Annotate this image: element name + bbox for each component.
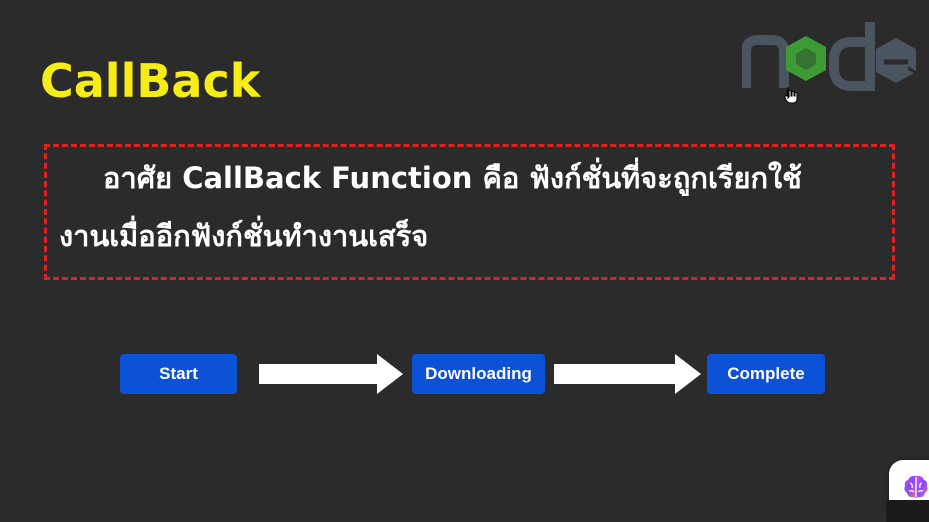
slide-title: CallBack [40, 54, 261, 108]
nodejs-logo [742, 22, 916, 91]
brain-assistant-icon [904, 475, 928, 498]
definition-callout: อาศัย CallBack Function คือ ฟังก์ชั่นที่… [44, 144, 895, 280]
overlay-corner [886, 500, 929, 522]
mouse-pointer-icon [784, 86, 798, 104]
downloading-button[interactable]: Downloading [412, 354, 545, 394]
start-button[interactable]: Start [120, 354, 237, 394]
complete-button[interactable]: Complete [707, 354, 825, 394]
flow-arrow-right-icon [554, 354, 701, 394]
definition-line-2: งานเมื่ออีกฟังก์ชั่นทำงานเสร็จ [59, 219, 429, 253]
flow-arrow-right-icon [259, 354, 403, 394]
definition-line-1: อาศัย CallBack Function คือ ฟังก์ชั่นที่… [103, 161, 802, 195]
